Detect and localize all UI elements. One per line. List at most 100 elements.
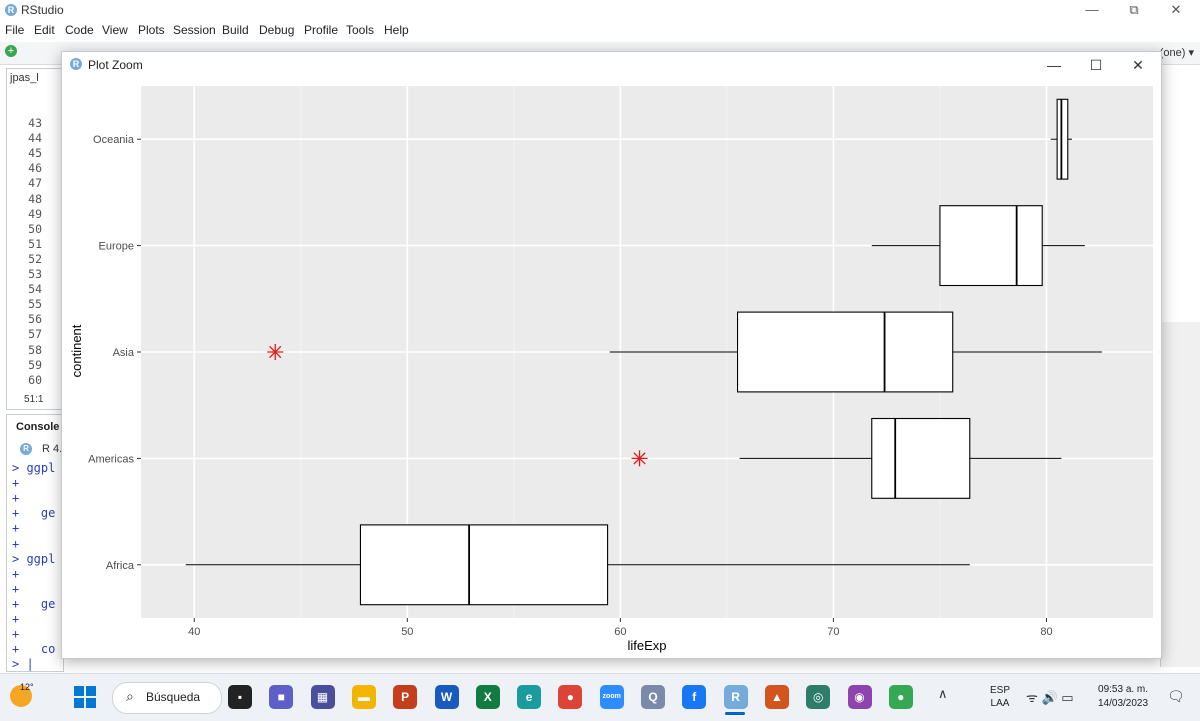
console-line: +	[12, 627, 20, 642]
x-tick-label: 80	[1040, 626, 1052, 638]
line-number: 47	[28, 176, 42, 191]
notification-icon[interactable]: 🗨	[1167, 688, 1185, 704]
line-number: 51	[28, 236, 42, 251]
weather-temperature: 12°	[20, 682, 34, 692]
tray-overflow-chevron-icon[interactable]: ∧	[938, 686, 948, 701]
r-logo-icon: R	[20, 443, 32, 455]
line-number: 54	[28, 282, 42, 297]
line-number: 57	[28, 327, 42, 342]
console-line: + ge	[12, 596, 56, 611]
r-version: R 4.	[42, 443, 63, 455]
github-desktop-icon[interactable]: ◉	[847, 685, 872, 709]
app-title: RStudio	[21, 3, 64, 17]
plot-maximize-button[interactable]: ☐	[1089, 57, 1103, 73]
matlab-icon[interactable]: ▲	[764, 685, 789, 709]
plot-zoom-title: Plot Zoom	[88, 58, 143, 72]
outlier-point	[631, 450, 648, 467]
menu-code[interactable]: Code	[65, 23, 94, 37]
menu-edit[interactable]: Edit	[34, 23, 55, 37]
y-tick-label: Oceania	[93, 134, 135, 146]
y-tick-label: Asia	[113, 347, 135, 359]
menu-session[interactable]: Session	[173, 23, 216, 37]
teams-icon[interactable]: ■	[269, 685, 294, 709]
plot-minimize-button[interactable]: —	[1047, 57, 1061, 73]
line-number: 58	[28, 342, 42, 357]
line-number: 55	[28, 297, 42, 312]
box-iqr	[359, 524, 609, 606]
rstudio-restore-button[interactable]: ⧉	[1129, 2, 1139, 17]
console-line: +	[12, 536, 20, 551]
qgis-icon[interactable]: Q	[641, 685, 665, 709]
line-number: 53	[28, 267, 42, 281]
chrome-icon[interactable]: ●	[558, 685, 583, 709]
tray-status-icons[interactable]: ᯤ 🔊 ▭	[1026, 690, 1074, 705]
line-number: 56	[28, 312, 42, 327]
console-pane	[6, 414, 64, 672]
line-number: 52	[28, 251, 42, 266]
x-tick-label: 70	[827, 626, 839, 638]
menu-file[interactable]: File	[5, 23, 25, 37]
rstudio-close-button[interactable]: ✕	[1170, 2, 1182, 17]
taskbar-search-box[interactable]	[112, 682, 222, 714]
source-pane	[6, 68, 64, 410]
line-number: 50	[28, 221, 42, 236]
powerpoint-icon[interactable]: P	[393, 685, 418, 709]
rstudio-title-bar	[0, 0, 1200, 20]
menu-help[interactable]: Help	[384, 23, 409, 37]
files-pane	[1160, 322, 1200, 667]
menu-bar	[0, 20, 1200, 42]
x-tick-label: 50	[401, 626, 413, 638]
rstudio-minimize-button[interactable]: —	[1085, 2, 1099, 17]
task-view-icon[interactable]: ▪	[228, 685, 252, 709]
line-number: 45	[28, 146, 42, 161]
new-file-icon[interactable]: +	[5, 45, 17, 57]
zoom-icon[interactable]: zoom	[599, 685, 624, 709]
calendar-icon[interactable]: ▦	[310, 685, 335, 709]
console-line: +	[12, 581, 20, 596]
y-tick-label: Americas	[88, 453, 134, 465]
excel-icon[interactable]: X	[475, 685, 500, 709]
search-label: Búsqueda	[146, 690, 201, 704]
language-indicator[interactable]: ESP LAA	[990, 684, 1010, 710]
project-menu[interactable]: (one) ▾	[1159, 47, 1194, 59]
x-tick-label: 40	[188, 626, 200, 638]
box-iqr	[1056, 98, 1069, 180]
console-tab[interactable]: Console	[16, 421, 60, 433]
menu-tools[interactable]: Tools	[346, 23, 375, 37]
windows-start-icon[interactable]	[74, 686, 96, 708]
line-number: 46	[28, 161, 42, 176]
menu-view[interactable]: View	[102, 23, 128, 37]
plot-close-button[interactable]: ✕	[1132, 57, 1144, 73]
console-line: + co	[12, 642, 56, 657]
facebook-icon[interactable]: f	[682, 685, 707, 709]
language-code: ESP	[990, 685, 1011, 696]
clock[interactable]: 09:53 a. m. 14/03/2023	[1098, 683, 1148, 711]
search-icon: ⌕	[126, 688, 134, 704]
chrome-profile-icon[interactable]: ●	[888, 685, 913, 709]
active-app-indicator	[725, 712, 745, 715]
search-app-icon[interactable]: ◎	[806, 685, 831, 709]
line-number: 49	[28, 206, 42, 221]
rstudio-icon[interactable]: R	[723, 685, 748, 709]
menu-plots[interactable]: Plots	[138, 23, 165, 37]
menu-profile[interactable]: Profile	[304, 23, 339, 37]
box-iqr	[871, 417, 971, 499]
console-line: +	[12, 612, 20, 626]
y-axis-label: continent	[69, 324, 84, 377]
clock-date: 14/03/2023	[1098, 698, 1149, 709]
file-explorer-icon[interactable]: ▬	[351, 685, 376, 709]
keyboard-layout: LAA	[990, 698, 1010, 709]
line-number: 43	[28, 116, 42, 130]
outlier-point	[267, 344, 284, 360]
box-iqr	[939, 205, 1043, 287]
weather-icon[interactable]	[10, 685, 32, 707]
environment-pane	[1160, 68, 1200, 318]
rstudio-logo-icon: R	[5, 4, 17, 16]
word-icon[interactable]: W	[434, 685, 459, 709]
menu-debug[interactable]: Debug	[259, 23, 295, 37]
x-tick-label: 60	[614, 626, 626, 638]
source-tab[interactable]: jpas_l	[10, 72, 39, 84]
menu-build[interactable]: Build	[222, 23, 249, 37]
edge-icon[interactable]: e	[517, 685, 542, 709]
line-number: 44	[28, 131, 42, 146]
